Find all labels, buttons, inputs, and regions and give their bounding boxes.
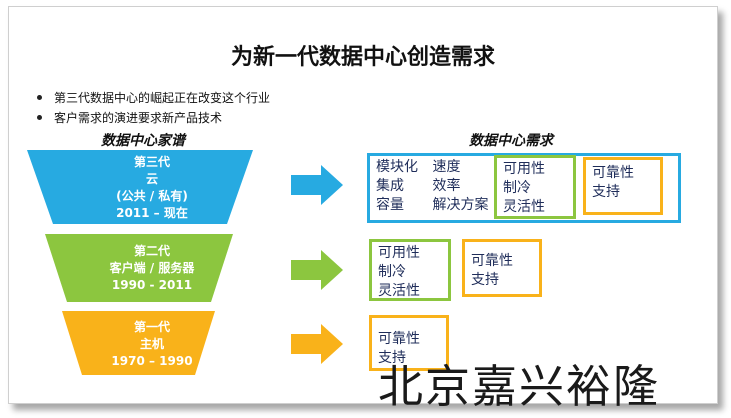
requirement-item: 集成: [376, 178, 404, 194]
tier-line: 第二代: [133, 244, 170, 258]
tier-line: 2011 – 现在: [116, 206, 188, 220]
requirement-item: 容量: [376, 197, 404, 213]
requirement-item: 灵活性: [503, 199, 545, 215]
requirement-item: 支持: [592, 184, 620, 200]
tier-line: (公共 / 私有): [116, 189, 188, 203]
tier-line: 第一代: [133, 320, 170, 334]
funnel-label-gen2: 第二代 客户端 / 服务器 1990 - 2011: [67, 243, 237, 294]
arrow-right-icon: [291, 165, 343, 205]
funnel-tier-gen2: [45, 234, 233, 302]
requirement-item: 制冷: [378, 264, 406, 280]
requirement-item: 灵活性: [378, 283, 420, 299]
bullet-text: 第三代数据中心的崛起正在改变这个行业: [54, 90, 271, 105]
requirement-item: 支持: [471, 272, 499, 288]
arrow-right-icon: [291, 324, 343, 364]
bullet-dot: [37, 114, 42, 120]
requirements-box-green-gen2: 可用性 制冷 灵活性: [369, 239, 451, 301]
watermark: 北京嘉兴裕隆: [378, 360, 661, 413]
bullet-list: 第三代数据中心的崛起正在改变这个行业 客户需求的演进要求新产品技术: [37, 87, 270, 127]
requirements-box-green-gen3: 可用性 制冷 灵活性: [494, 155, 576, 219]
requirement-item: 支持: [378, 350, 406, 366]
requirement-item: 制冷: [503, 180, 531, 196]
requirements-box-gen3: 模块化 集成 容量 速度 效率 解决方案: [367, 153, 681, 223]
bullet-item: 第三代数据中心的崛起正在改变这个行业: [37, 87, 270, 107]
requirement-item: 可靠性: [471, 253, 513, 269]
requirements-box-yellow-gen2: 可靠性 支持: [462, 239, 542, 297]
slide: 为新一代数据中心创造需求 第三代数据中心的崛起正在改变这个行业 客户需求的演进要…: [8, 6, 718, 404]
requirements-header: 数据中心需求: [469, 133, 553, 149]
funnel-label-gen1: 第一代 主机 1970 – 1990: [67, 319, 237, 370]
tier-line: 1970 – 1990: [111, 354, 193, 368]
requirement-item: 可用性: [503, 161, 545, 177]
tier-line: 客户端 / 服务器: [109, 261, 195, 275]
slide-title: 为新一代数据中心创造需求: [230, 45, 495, 70]
funnel-graphic: [27, 150, 253, 375]
requirement-item: 解决方案: [432, 197, 489, 213]
tier-line: 第三代: [133, 155, 170, 169]
requirement-item: 可靠性: [378, 331, 420, 347]
requirement-item: 可靠性: [592, 165, 634, 181]
requirement-item: 可用性: [378, 245, 420, 261]
requirements-box-yellow-gen1: 可靠性 支持: [369, 315, 449, 371]
tier-line: 云: [145, 172, 158, 186]
funnel-tier-gen1: [62, 311, 215, 375]
requirement-item: 模块化: [376, 159, 418, 175]
funnel-label-gen3: 第三代 云 (公共 / 私有) 2011 – 现在: [67, 154, 237, 222]
requirements-box-yellow-gen3: 可靠性 支持: [583, 157, 663, 215]
family-tree-header: 数据中心家谱: [101, 133, 185, 149]
requirement-item: 速度: [432, 159, 461, 175]
tier-line: 主机: [139, 337, 164, 351]
requirement-item: 效率: [432, 178, 461, 194]
tier-line: 1990 - 2011: [111, 278, 193, 292]
arrow-right-icon: [291, 250, 343, 290]
bullet-text: 客户需求的演进要求新产品技术: [54, 110, 223, 125]
funnel-tier-gen3: [27, 150, 253, 224]
bullet-dot: [37, 94, 42, 100]
bullet-item: 客户需求的演进要求新产品技术: [37, 107, 270, 127]
